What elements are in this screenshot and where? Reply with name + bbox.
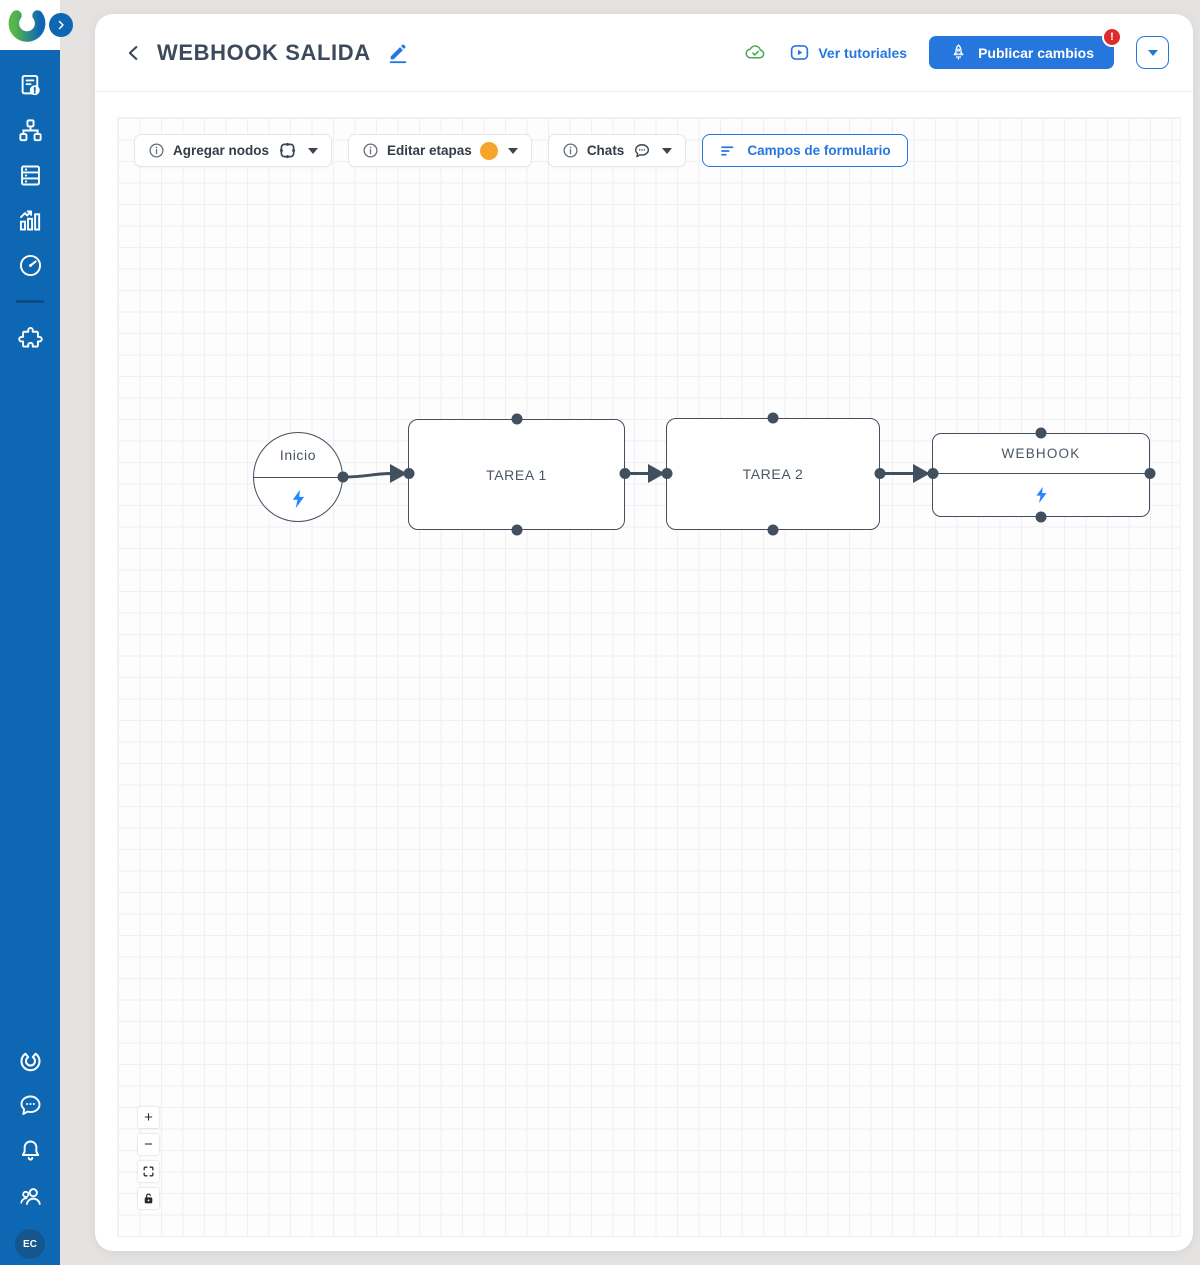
publish-wrap: Publicar cambios !	[929, 27, 1122, 69]
chats-button[interactable]: Chats	[547, 134, 687, 167]
filter-lines-icon	[721, 145, 734, 156]
info-icon	[563, 143, 578, 158]
brand-icon	[20, 1052, 40, 1071]
database-icon	[20, 165, 40, 185]
chat-bubble-dots-icon	[635, 143, 650, 157]
publish-more-button[interactable]	[1136, 36, 1169, 69]
sidebar-item-workflows[interactable]	[10, 110, 50, 150]
trigger-bolt-icon	[292, 490, 304, 509]
page-title: WEBHOOK SALIDA	[157, 39, 371, 65]
publish-changes-button[interactable]: Publicar cambios	[929, 36, 1114, 69]
fit-view-button[interactable]	[138, 1161, 159, 1182]
workflow-edges	[337, 412, 1156, 536]
add-nodes-button[interactable]: Agregar nodos	[134, 134, 333, 167]
zoom-controls: + −	[138, 1107, 159, 1209]
node-webhook[interactable]: WEBHOOK	[932, 433, 1150, 517]
sidebar-item-database[interactable]	[10, 155, 50, 195]
workflow-canvas[interactable]: Agregar nodos Editar etapas	[117, 117, 1181, 1237]
integrations-icon	[17, 326, 43, 348]
header-actions: Ver tutoriales Publicar cambios !	[744, 27, 1169, 69]
padlock-open-icon	[144, 1193, 153, 1204]
caret-down-icon	[507, 147, 518, 154]
tutorials-button[interactable]: Ver tutoriales	[789, 42, 907, 63]
caret-down-icon	[308, 147, 319, 154]
info-icon	[363, 143, 378, 158]
edge-arrowhead	[390, 464, 407, 483]
brand-logo-icon	[8, 10, 46, 42]
chats-label: Chats	[586, 143, 625, 158]
chat-icon	[20, 1095, 40, 1115]
edit-stages-button[interactable]: Editar etapas	[348, 134, 532, 167]
workflow-icon	[18, 118, 42, 141]
lock-canvas-button[interactable]	[138, 1188, 159, 1209]
dashboard-icon	[19, 254, 41, 276]
caret-down-icon	[662, 147, 673, 154]
bell-icon	[21, 1140, 39, 1161]
zoom-out-button[interactable]: −	[138, 1134, 159, 1155]
zoom-in-button[interactable]: +	[138, 1107, 159, 1128]
reports-icon	[21, 74, 40, 95]
publish-label: Publicar cambios	[978, 44, 1094, 61]
tutorials-label: Ver tutoriales	[818, 44, 908, 61]
main-panel: WEBHOOK SALIDA Ver tutoriales	[95, 14, 1193, 1251]
sidebar-item-reports[interactable]	[10, 65, 50, 105]
node-label: TAREA 2	[742, 466, 804, 482]
node-inicio[interactable]: Inicio	[253, 432, 343, 522]
publish-alert-badge: !	[1102, 27, 1122, 47]
sidebar-item-analytics[interactable]	[10, 200, 50, 240]
node-square-icon	[279, 142, 296, 159]
sidebar-divider	[16, 300, 44, 303]
node-tarea-1[interactable]: TAREA 1	[408, 419, 625, 530]
sidebar-nav	[0, 50, 60, 358]
form-fields-label: Campos de formulario	[747, 143, 891, 158]
app-sidebar: EC	[0, 0, 60, 1265]
form-fields-button[interactable]: Campos de formulario	[702, 134, 908, 167]
node-tarea-2[interactable]: TAREA 2	[666, 418, 880, 530]
edit-title-button[interactable]	[385, 39, 411, 67]
analytics-icon	[19, 210, 40, 230]
back-button[interactable]	[119, 38, 149, 68]
saved-cloud-icon	[744, 41, 767, 64]
panel-header: WEBHOOK SALIDA Ver tutoriales	[95, 14, 1193, 92]
node-webhook-body	[933, 474, 1149, 516]
edit-stages-label: Editar etapas	[387, 143, 472, 158]
trigger-bolt-icon	[1036, 486, 1046, 504]
rocket-icon	[953, 44, 964, 60]
chevron-right-icon	[58, 20, 64, 30]
node-label: Inicio	[279, 446, 317, 463]
edge-arrowhead	[648, 464, 665, 483]
node-inicio-bottom	[254, 478, 342, 522]
node-label: TAREA 1	[486, 466, 547, 483]
flow-toolbar: Agregar nodos Editar etapas	[134, 134, 908, 167]
chevron-left-icon	[128, 45, 138, 60]
caret-down-icon	[1147, 49, 1158, 56]
node-label: WEBHOOK	[1001, 446, 1081, 461]
sidebar-item-dashboard[interactable]	[10, 245, 50, 285]
users-button[interactable]	[10, 1175, 50, 1215]
brand-home-icon[interactable]	[10, 1040, 50, 1080]
sidebar-expand-button[interactable]	[49, 13, 73, 37]
users-icon	[19, 1187, 41, 1205]
play-video-icon	[791, 45, 809, 60]
pencil-underline-icon	[389, 44, 406, 63]
add-nodes-label: Agregar nodos	[173, 143, 270, 158]
edge-arrowhead	[913, 464, 930, 483]
chat-icon-button[interactable]	[10, 1085, 50, 1125]
node-inicio-top: Inicio	[254, 433, 342, 478]
sidebar-bottom: EC	[0, 1025, 60, 1265]
info-icon	[149, 143, 164, 158]
sidebar-item-integrations[interactable]	[10, 318, 50, 358]
stage-color-icon	[479, 141, 498, 160]
user-avatar[interactable]: EC	[15, 1229, 45, 1259]
notifications-button[interactable]	[10, 1130, 50, 1170]
corner-brackets-icon	[143, 1166, 154, 1177]
node-webhook-title: WEBHOOK	[933, 434, 1149, 474]
